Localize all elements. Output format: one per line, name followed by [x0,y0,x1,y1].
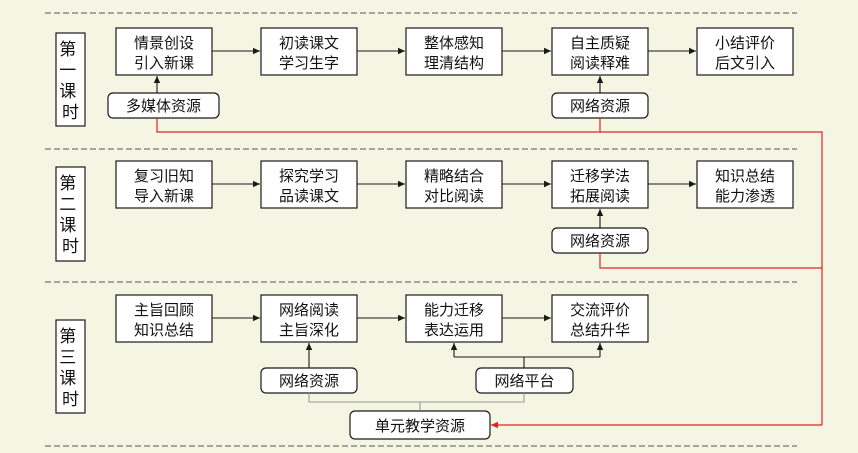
svg-text:多媒体资源: 多媒体资源 [126,97,201,115]
lesson-1-step-1 [115,27,213,76]
svg-text:初读课文学习生字: 初读课文学习生字 [279,34,339,72]
lesson-1-label: 第 一 课 时 [59,40,81,123]
lesson-2: 第 二 课 时 复习旧知导入新课 探究学习品读课文 精略结合对比阅读 迁移学法拓… [55,160,794,262]
svg-text:网络资源: 网络资源 [279,372,339,390]
lesson-1-label-box [55,32,86,127]
lesson-2-step-4 [551,160,649,209]
svg-text:网络平台: 网络平台 [494,372,554,390]
lesson-3-step-4 [551,294,649,343]
svg-text:整体感知理清结构: 整体感知理清结构 [424,34,484,72]
lesson-3-step-1 [115,294,213,343]
svg-text:小结评价后文引入: 小结评价后文引入 [715,34,775,72]
lesson-2-step-2 [260,160,358,209]
resource-link-trunk [600,131,823,425]
lesson-1-step-4 [551,27,649,76]
unit-resource-connector [308,393,525,403]
lesson-3-step-2 [260,294,358,343]
lesson-2-label: 第 二 课 时 [59,174,81,257]
unit-teaching-resource [349,410,491,440]
lesson-3: 第 三 课 时 主旨回顾知识总结 网络阅读主旨深化 能力迁移表达运用 交流评价总… [55,294,649,414]
lesson-2-step-1 [115,160,213,209]
lesson-2-label-box [55,166,86,262]
svg-text:复习旧知导入新课: 复习旧知导入新课 [134,167,194,205]
lesson-3-step-3 [405,294,503,343]
svg-text:情景创设引入新课: 情景创设引入新课 [134,34,194,72]
resource-link-lesson-1 [156,118,601,133]
unit-teaching-resource-label: 单元教学资源 [375,417,465,435]
svg-text:知识总结能力渗透: 知识总结能力渗透 [715,167,775,205]
lesson-3-label-box [55,319,86,414]
svg-text:主旨回顾知识总结: 主旨回顾知识总结 [134,301,194,339]
svg-text:网络阅读主旨深化: 网络阅读主旨深化 [279,301,339,339]
lesson-2-step-3 [405,160,503,209]
svg-text:自主质疑阅读释难: 自主质疑阅读释难 [570,34,630,72]
svg-text:精略结合对比阅读: 精略结合对比阅读 [424,167,484,205]
lesson-1-step-5 [696,27,794,76]
lesson-2-step-5 [696,160,794,209]
resource-link-lesson-2 [599,253,822,269]
lesson-3-label: 第 三 课 时 [59,327,81,410]
svg-text:网络资源: 网络资源 [570,232,630,250]
lesson-1-resource-multimedia [107,92,220,119]
lesson-1: 第 一 课 时 情景创设引入新课 初读课文学习生字 整体感知理清结构 自主质疑阅… [55,27,794,127]
svg-text:网络资源: 网络资源 [570,97,630,115]
svg-text:交流评价总结升华: 交流评价总结升华 [570,301,630,339]
svg-text:迁移学法拓展阅读: 迁移学法拓展阅读 [570,167,630,205]
svg-text:探究学习品读课文: 探究学习品读课文 [279,167,339,205]
lesson-1-step-2 [260,27,358,76]
svg-text:能力迁移表达运用: 能力迁移表达运用 [424,301,484,339]
